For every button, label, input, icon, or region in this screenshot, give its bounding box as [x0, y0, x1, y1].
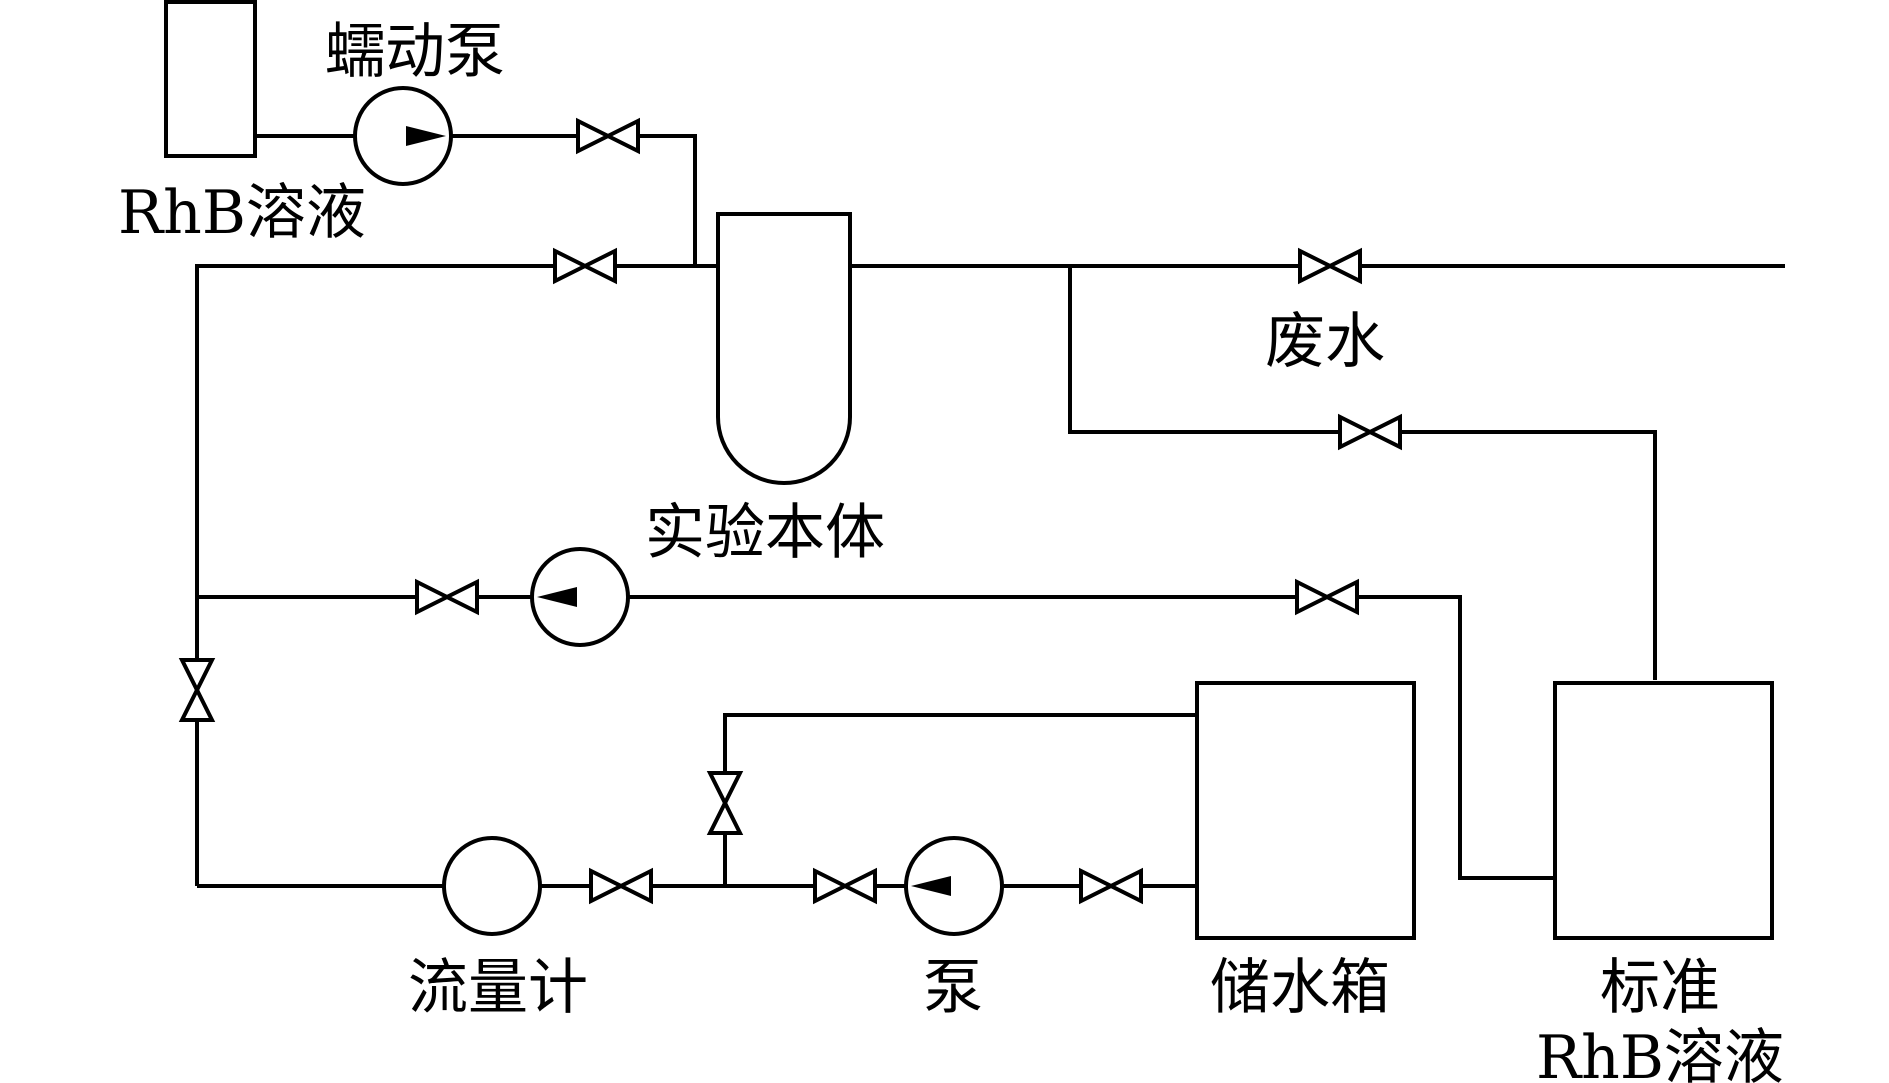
flowmeter-icon: [442, 836, 542, 936]
valve-icon: [589, 867, 653, 905]
pipe-middle-loop: [197, 595, 1555, 880]
return-pump-icon: [530, 547, 630, 647]
label-pump: 泵: [923, 953, 983, 1023]
label-standard: 标准: [1600, 953, 1720, 1023]
valve-icon: [178, 658, 216, 722]
valve-icon: [1295, 578, 1359, 616]
valve-icon: [1079, 867, 1143, 905]
valve-icon: [553, 247, 617, 285]
label-standard-rhb-solution: RhB溶液: [1536, 1023, 1784, 1083]
label-waste-water: 废水: [1265, 307, 1385, 377]
valve-icon: [576, 117, 640, 155]
pipe-top-left: [195, 264, 718, 886]
test-body-vessel: [716, 212, 852, 485]
label-flowmeter: 流量计: [408, 953, 588, 1023]
peristaltic-pump-icon: [353, 86, 453, 186]
valve-icon: [415, 578, 479, 616]
label-test-body: 实验本体: [645, 498, 885, 568]
valve-icon: [706, 771, 744, 835]
pipe-network: [195, 134, 1785, 888]
water-storage-tank: [1195, 681, 1416, 940]
main-pump-icon: [904, 836, 1004, 936]
rhb-solution-tank: [164, 0, 257, 158]
valve-icon: [1298, 247, 1362, 285]
label-rhb-solution: RhB溶液: [118, 178, 366, 248]
valve-icon: [813, 867, 877, 905]
label-peristaltic-pump: 蠕动泵: [325, 17, 505, 87]
label-water-tank: 储水箱: [1210, 953, 1390, 1023]
standard-rhb-tank: [1553, 681, 1774, 940]
valve-icon: [1338, 413, 1402, 451]
